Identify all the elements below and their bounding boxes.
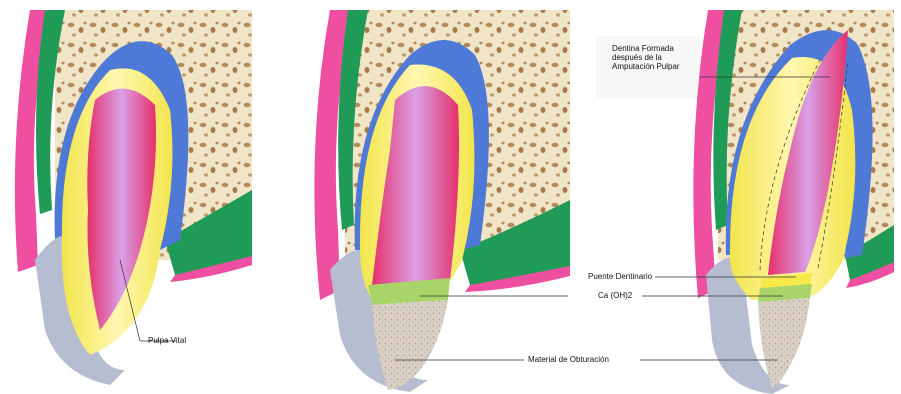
label-material-obturacion: Material de Obturación — [528, 355, 609, 364]
panel-calcium-hydroxide — [314, 10, 570, 392]
label-pulpa-vital: Pulpa Vital — [148, 336, 186, 345]
panel-vital-pulp — [15, 10, 252, 385]
label-caoh2: Ca (OH)2 — [598, 291, 632, 300]
label-dentina-formada: Dentina Formada después de la Amputación… — [612, 44, 702, 71]
label-puente-dentinario: Puente Dentinario — [588, 272, 652, 281]
